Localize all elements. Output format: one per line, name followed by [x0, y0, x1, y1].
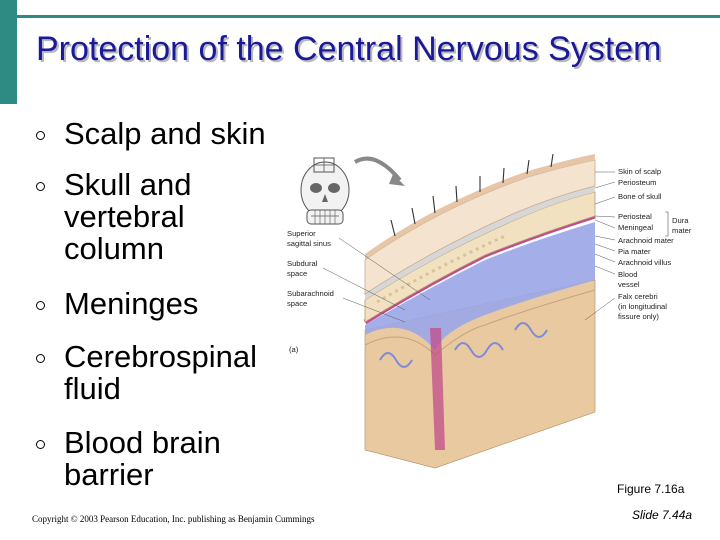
copyright-notice: Copyright © 2003 Pearson Education, Inc.…	[32, 514, 315, 524]
label-dura: Dura	[672, 216, 689, 225]
label-periosteal: Periosteal	[618, 212, 652, 221]
label-skin-of-scalp: Skin of scalp	[618, 167, 661, 176]
bullet-dot-icon	[36, 354, 45, 363]
label-subdural-space-2: space	[287, 269, 307, 278]
label-meningeal: Meningeal	[618, 223, 653, 232]
bullet-text: Scalp and skin	[64, 116, 266, 151]
bullet-text: Skull and vertebral column	[64, 167, 192, 266]
slide-number: Slide 7.44a	[632, 508, 693, 522]
label-blood: Blood	[618, 270, 637, 279]
accent-bar-top	[17, 15, 720, 18]
label-mater: mater	[672, 226, 692, 235]
label-bone-of-skull: Bone of skull	[618, 192, 662, 201]
label-superior-sagittal-sinus-2: sagittal sinus	[287, 239, 331, 248]
bullet-text: Blood brain barrier	[64, 425, 221, 492]
bullet-dot-icon	[36, 182, 45, 191]
label-arachnoid-villus: Arachnoid villus	[618, 258, 671, 267]
bullet-item: Cerebrospinal fluid	[36, 341, 286, 405]
slide-title: Protection of the Central Nervous System	[36, 30, 662, 68]
label-fissure-only: fissure only)	[618, 312, 659, 321]
label-arachnoid-mater: Arachnoid mater	[618, 236, 674, 245]
label-periosteum: Periosteum	[618, 178, 656, 187]
skull-thumbnail-icon	[300, 157, 350, 225]
pointer-arrow-icon	[353, 156, 402, 182]
label-longitudinal: (in longitudinal	[618, 302, 667, 311]
label-superior-sagittal-sinus: Superior	[287, 229, 316, 238]
bullet-item: Scalp and skin	[36, 118, 266, 150]
bullet-text: Meninges	[64, 286, 199, 321]
meninges-diagram: Superior sagittal sinus Subdural space S…	[287, 153, 692, 469]
label-subarachnoid-space-2: space	[287, 299, 307, 308]
label-pia-mater: Pia mater	[618, 247, 651, 256]
label-falx-cerebri: Falx cerebri	[618, 292, 658, 301]
figure-caption: Figure 7.16a	[617, 482, 685, 496]
bullet-dot-icon	[36, 301, 45, 310]
bullet-dot-icon	[36, 440, 45, 449]
bullet-item: Meninges	[36, 288, 198, 320]
panel-label: (a)	[289, 345, 299, 354]
label-subdural-space: Subdural	[287, 259, 318, 268]
label-subarachnoid-space: Subarachnoid	[287, 289, 334, 298]
bullet-item: Skull and vertebral column	[36, 169, 236, 265]
bullet-item: Blood brain barrier	[36, 427, 256, 491]
bullet-text: Cerebrospinal fluid	[64, 339, 257, 406]
layered-tissue-block	[363, 153, 596, 469]
accent-bar-left	[0, 0, 17, 104]
label-vessel: vessel	[618, 280, 640, 289]
bullet-dot-icon	[36, 131, 45, 140]
